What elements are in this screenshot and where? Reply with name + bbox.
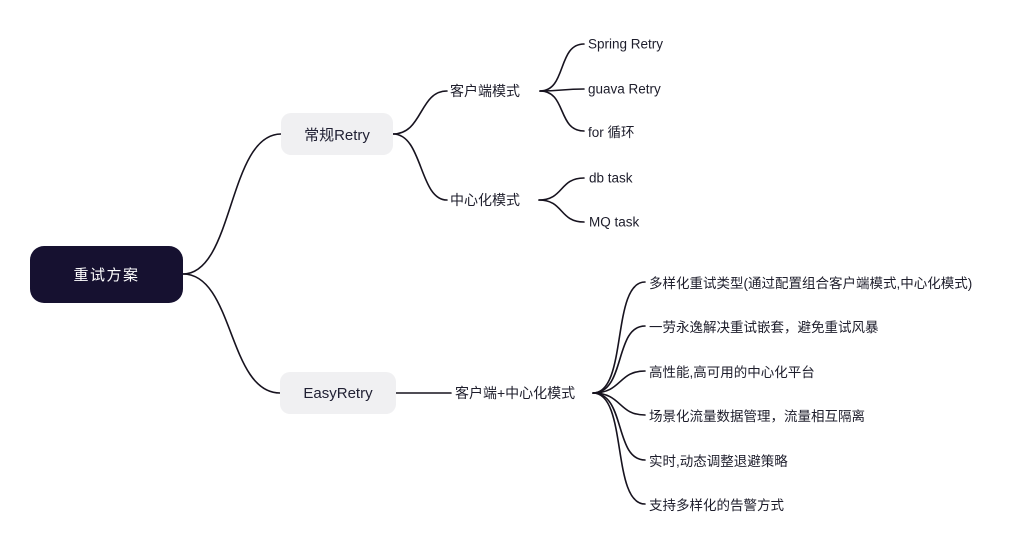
subtopic-client-mode[interactable]: 客户端模式 bbox=[450, 83, 520, 99]
branch-regular-retry[interactable]: 常规Retry bbox=[281, 113, 393, 155]
subtopic-central-mode[interactable]: 中心化模式 bbox=[450, 192, 520, 208]
leaf-db-task[interactable]: db task bbox=[589, 170, 633, 186]
subtopic-combined-mode[interactable]: 客户端+中心化模式 bbox=[455, 385, 576, 401]
edge-combined-to-leaf-5 bbox=[592, 392, 646, 461]
edge-root-to-regular-retry bbox=[182, 133, 282, 275]
edge-combined-to-leaf-3 bbox=[592, 370, 646, 394]
root-topic-label: 重试方案 bbox=[73, 267, 140, 284]
edge-client-to-guava-retry bbox=[539, 88, 585, 92]
branch-regular-retry-label: 常规Retry bbox=[304, 126, 370, 144]
leaf-high-performance-platform[interactable]: 高性能,高可用的中心化平台 bbox=[649, 365, 815, 380]
leaf-guava-retry[interactable]: guava Retry bbox=[588, 81, 661, 97]
edge-combined-to-leaf-1 bbox=[592, 281, 646, 394]
edge-regular-to-central-mode bbox=[392, 133, 448, 201]
leaf-diverse-alerting[interactable]: 支持多样化的告警方式 bbox=[649, 498, 784, 513]
edge-combined-to-leaf-2 bbox=[592, 325, 646, 394]
edge-client-to-spring-retry bbox=[539, 43, 585, 92]
leaf-diverse-retry-types[interactable]: 多样化重试类型(通过配置组合客户端模式,中心化模式) bbox=[649, 276, 973, 291]
leaf-for-loop[interactable]: for 循环 bbox=[588, 125, 635, 140]
edge-combined-to-leaf-4 bbox=[592, 392, 646, 416]
edge-central-to-mq-task bbox=[538, 199, 585, 223]
leaf-mq-task[interactable]: MQ task bbox=[589, 214, 640, 230]
edge-root-to-easyretry bbox=[182, 273, 281, 394]
edge-combined-to-leaf-6 bbox=[592, 392, 646, 505]
branch-easyretry-label: EasyRetry bbox=[303, 384, 373, 402]
branch-easyretry[interactable]: EasyRetry bbox=[280, 372, 396, 414]
leaf-spring-retry[interactable]: Spring Retry bbox=[588, 36, 664, 52]
root-topic[interactable]: 重试方案 bbox=[30, 246, 183, 303]
edge-client-to-for-loop bbox=[539, 90, 585, 132]
leaf-avoid-retry-storm[interactable]: 一劳永逸解决重试嵌套，避免重试风暴 bbox=[649, 320, 879, 335]
leaf-dynamic-backoff-strategy[interactable]: 实时,动态调整退避策略 bbox=[649, 454, 788, 469]
edge-central-to-db-task bbox=[538, 177, 585, 201]
edge-regular-to-client-mode bbox=[392, 90, 448, 135]
leaf-scenario-traffic-management[interactable]: 场景化流量数据管理，流量相互隔离 bbox=[649, 409, 865, 424]
